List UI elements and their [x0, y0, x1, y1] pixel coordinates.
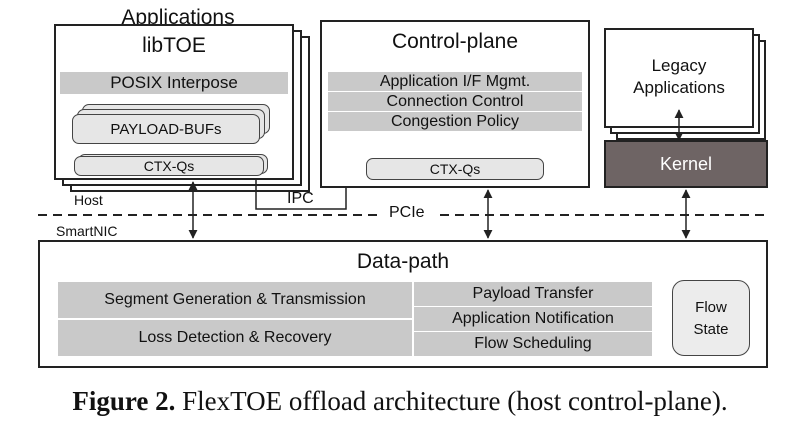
datapath-payload-transfer: Payload Transfer [414, 282, 652, 306]
figure-caption-label: Figure 2. [72, 386, 176, 416]
host-label: Host [74, 192, 103, 208]
applications-label: Applications [121, 6, 235, 29]
datapath-application-notification: Application Notification [414, 307, 652, 331]
figure-caption-text: FlexTOE offload architecture (host contr… [175, 386, 728, 416]
control-plane-box: Control-plane Application I/F Mgmt. Conn… [320, 20, 590, 188]
libtoe-ctx-qs-box: CTX-Qs [74, 156, 264, 176]
control-plane-row-congestion: Congestion Policy [328, 112, 582, 131]
legacy-applications-line2: Applications [633, 78, 725, 97]
pcie-label: PCIe [385, 204, 429, 222]
datapath-loss-detection: Loss Detection & Recovery [58, 320, 412, 356]
data-path-title: Data-path [356, 250, 450, 273]
figure-caption: Figure 2. FlexTOE offload architecture (… [0, 386, 800, 417]
ipc-label: IPC [287, 190, 314, 207]
libtoe-title: libTOE [142, 34, 206, 57]
control-plane-ctx-qs-box: CTX-Qs [366, 158, 544, 180]
ipc-connector [255, 180, 347, 210]
payload-bufs-box: PAYLOAD-BUFs [72, 114, 260, 144]
datapath-segment-generation: Segment Generation & Transmission [58, 282, 412, 318]
flow-state-box: Flow State [672, 280, 750, 356]
datapath-flow-scheduling: Flow Scheduling [414, 332, 652, 356]
control-plane-row-connection: Connection Control [328, 92, 582, 111]
legacy-applications-line1: Legacy [651, 56, 707, 75]
flow-state-line2: State [693, 321, 729, 338]
control-plane-row-app-if: Application I/F Mgmt. [328, 72, 582, 91]
posix-interpose-bar: POSIX Interpose [60, 72, 288, 94]
libtoe-box: libTOE POSIX Interpose PAYLOAD-BUFs CTX-… [54, 24, 294, 180]
flow-state-line1: Flow [695, 299, 727, 316]
smartnic-label: SmartNIC [56, 223, 118, 239]
kernel-box: Kernel [604, 140, 768, 188]
control-plane-title: Control-plane [391, 30, 519, 53]
data-path-box: Data-path Segment Generation & Transmiss… [38, 240, 768, 368]
